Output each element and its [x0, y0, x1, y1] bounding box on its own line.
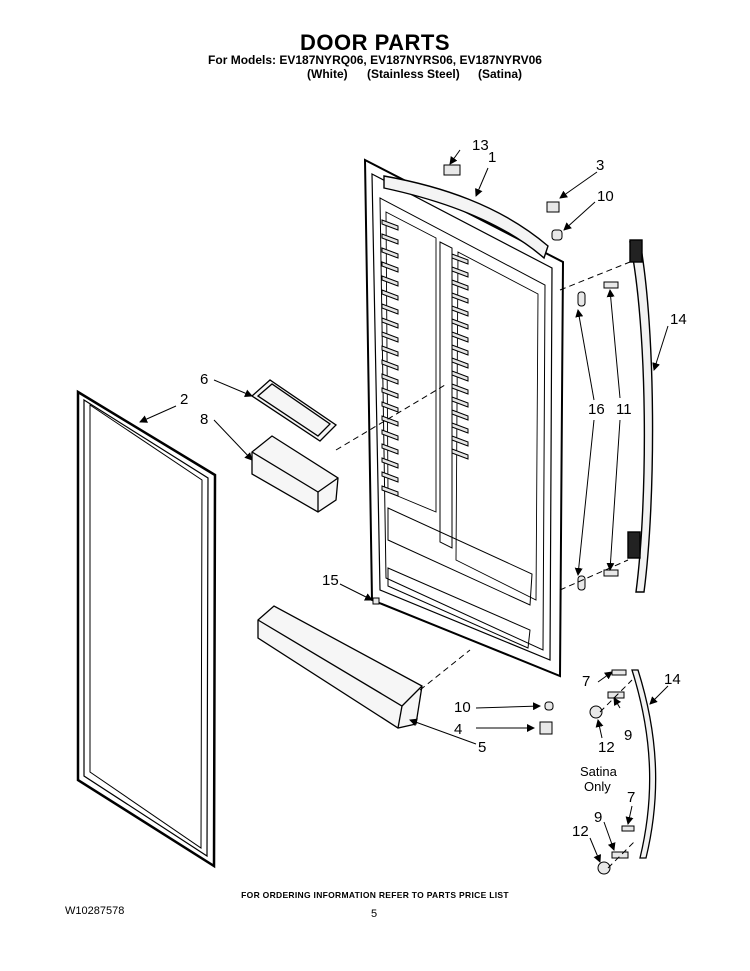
door-bin-small: [250, 379, 338, 442]
callout-13: 13: [472, 137, 489, 154]
hinge-cap-4: [539, 721, 553, 735]
liner-rib-left: [381, 387, 399, 399]
plug-15: [372, 597, 380, 605]
note-satina: Satina: [580, 764, 618, 779]
liner-rib-left: [381, 247, 399, 259]
callouts: 13 1 3 10 14 6 2 8 16 11 15 7 14 10 9 4 …: [180, 137, 687, 840]
liner-rib-left: [381, 415, 399, 427]
liner-rib-left: [381, 443, 399, 455]
callout-11: 11: [616, 401, 632, 418]
door-bin: [251, 435, 339, 513]
liner-rib-left: [381, 471, 399, 483]
handle-satina: [631, 669, 657, 859]
callout-7-bottom: 7: [627, 789, 635, 806]
liner-rib-left: [381, 303, 399, 315]
callout-16: 16: [588, 401, 605, 418]
screw-7-bottom: [621, 825, 635, 832]
page-title: DOOR PARTS: [299, 30, 451, 55]
liner-rib-left: [381, 261, 399, 273]
callout-3: 3: [596, 157, 604, 174]
bushing-10-bottom: [544, 701, 554, 711]
liner-rib-left: [381, 401, 399, 413]
liner-rib-center: [451, 435, 469, 447]
variant-stainless: (Stainless Steel): [367, 67, 460, 81]
liner-rib-left: [381, 345, 399, 357]
callout-10-bottom: 10: [454, 699, 471, 716]
liner-rib-center: [451, 266, 469, 278]
bushing-10-top: [551, 229, 563, 241]
liner-rib-center: [451, 357, 469, 369]
liner-rib-left: [381, 429, 399, 441]
callout-4: 4: [454, 721, 462, 738]
screw-7-top: [611, 669, 627, 676]
callout-9-top: 9: [624, 727, 632, 744]
liner-rib-center: [451, 383, 469, 395]
callout-12-bottom: 12: [572, 823, 589, 840]
liner-rib-left: [381, 289, 399, 301]
liner-rib-center: [451, 448, 469, 460]
callout-9-bottom: 9: [594, 809, 602, 826]
liner-rib-left: [381, 233, 399, 245]
cover-13: [443, 164, 461, 176]
liner-rib-center: [451, 396, 469, 408]
leader-lines: [139, 149, 669, 863]
models-line: For Models: EV187NYRQ06, EV187NYRS06, EV…: [208, 53, 542, 67]
liner-rib-center: [451, 279, 469, 291]
door-liner: [363, 158, 565, 678]
liner-rib-center: [451, 422, 469, 434]
callout-6: 6: [200, 371, 208, 388]
variant-satina: (Satina): [478, 67, 523, 81]
liner-rib-center: [451, 253, 469, 265]
document-part-number: W10287578: [65, 905, 125, 917]
liner-rib-left: [381, 331, 399, 343]
page-number: 5: [371, 908, 378, 920]
screw-11-top: [603, 281, 619, 289]
plug-12-top: [589, 705, 603, 719]
bracket-16-top: [577, 291, 586, 307]
callout-1: 1: [488, 149, 496, 166]
plug-12-bottom: [597, 861, 611, 875]
note-only: Only: [584, 779, 611, 794]
callout-14-lower: 14: [664, 671, 681, 688]
bracket-16-bottom: [577, 575, 586, 591]
liner-rib-center: [451, 318, 469, 330]
callout-14-upper: 14: [670, 311, 687, 328]
liner-rib-center: [451, 409, 469, 421]
liner-rib-left: [381, 373, 399, 385]
door-gasket: [76, 389, 217, 869]
hinge-cap-3: [546, 201, 560, 213]
liner-rib-center: [451, 305, 469, 317]
liner-rib-left: [381, 317, 399, 329]
door-shelf-bottom: [257, 605, 423, 729]
callout-8: 8: [200, 411, 208, 428]
variant-white: (White): [307, 67, 348, 81]
callout-15: 15: [322, 572, 339, 589]
screw-11-bottom: [603, 569, 619, 577]
callout-12-top: 12: [598, 739, 615, 756]
callout-2: 2: [180, 391, 188, 408]
liner-rib-left: [381, 485, 399, 497]
liner-rib-left: [381, 359, 399, 371]
liner-rib-left: [381, 275, 399, 287]
assembly-lines: [335, 261, 637, 869]
liner-rib-left: [381, 219, 399, 231]
callout-7-top: 7: [582, 673, 590, 690]
liner-rib-center: [451, 292, 469, 304]
liner-ribs: [381, 219, 469, 497]
liner-rib-center: [451, 370, 469, 382]
screw-9-bottom: [611, 851, 629, 859]
callout-5: 5: [478, 739, 486, 756]
ordering-info: FOR ORDERING INFORMATION REFER TO PARTS …: [241, 890, 509, 900]
liner-rib-center: [451, 331, 469, 343]
liner-rib-left: [381, 457, 399, 469]
screw-9-top: [607, 691, 625, 699]
hardware: [372, 164, 635, 875]
liner-rib-center: [451, 344, 469, 356]
handle-upper: [627, 239, 654, 593]
callout-10-top: 10: [597, 188, 614, 205]
